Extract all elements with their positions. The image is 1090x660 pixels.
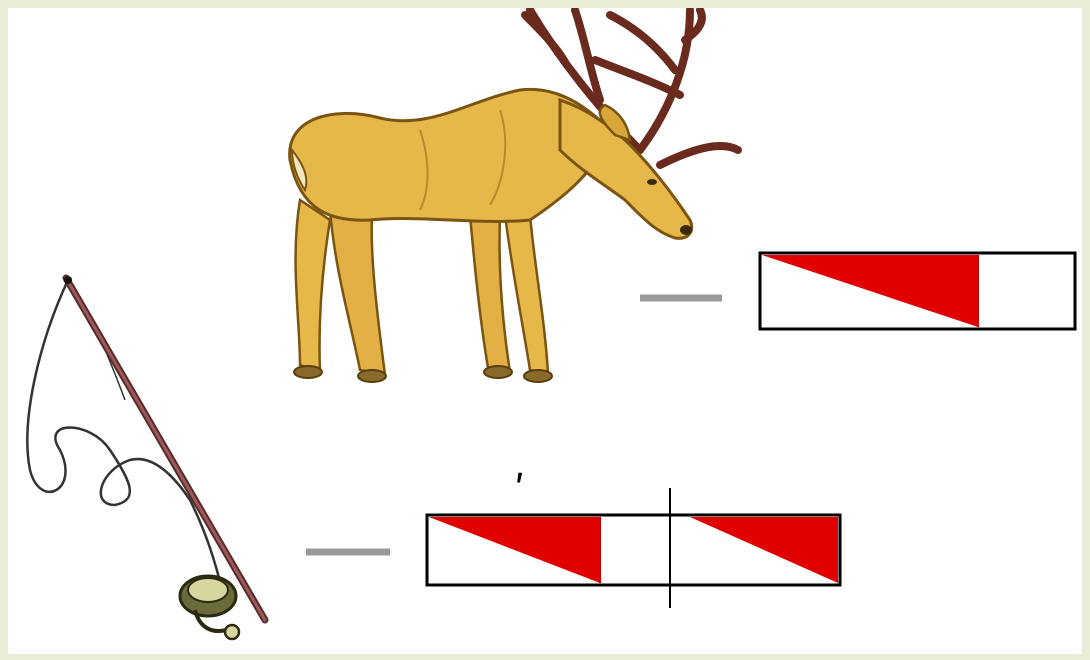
- worksheet-canvas: ʹ: [8, 8, 1082, 654]
- reel-shape: [180, 576, 239, 639]
- deer-icon: [290, 10, 738, 382]
- scheme-fishing-rod: ʹ: [306, 469, 840, 608]
- fishing-rod-icon: [27, 276, 265, 639]
- stress-mark: ʹ: [514, 469, 525, 515]
- worksheet-drawing: ʹ: [8, 8, 1082, 654]
- scheme-deer: [640, 253, 1075, 329]
